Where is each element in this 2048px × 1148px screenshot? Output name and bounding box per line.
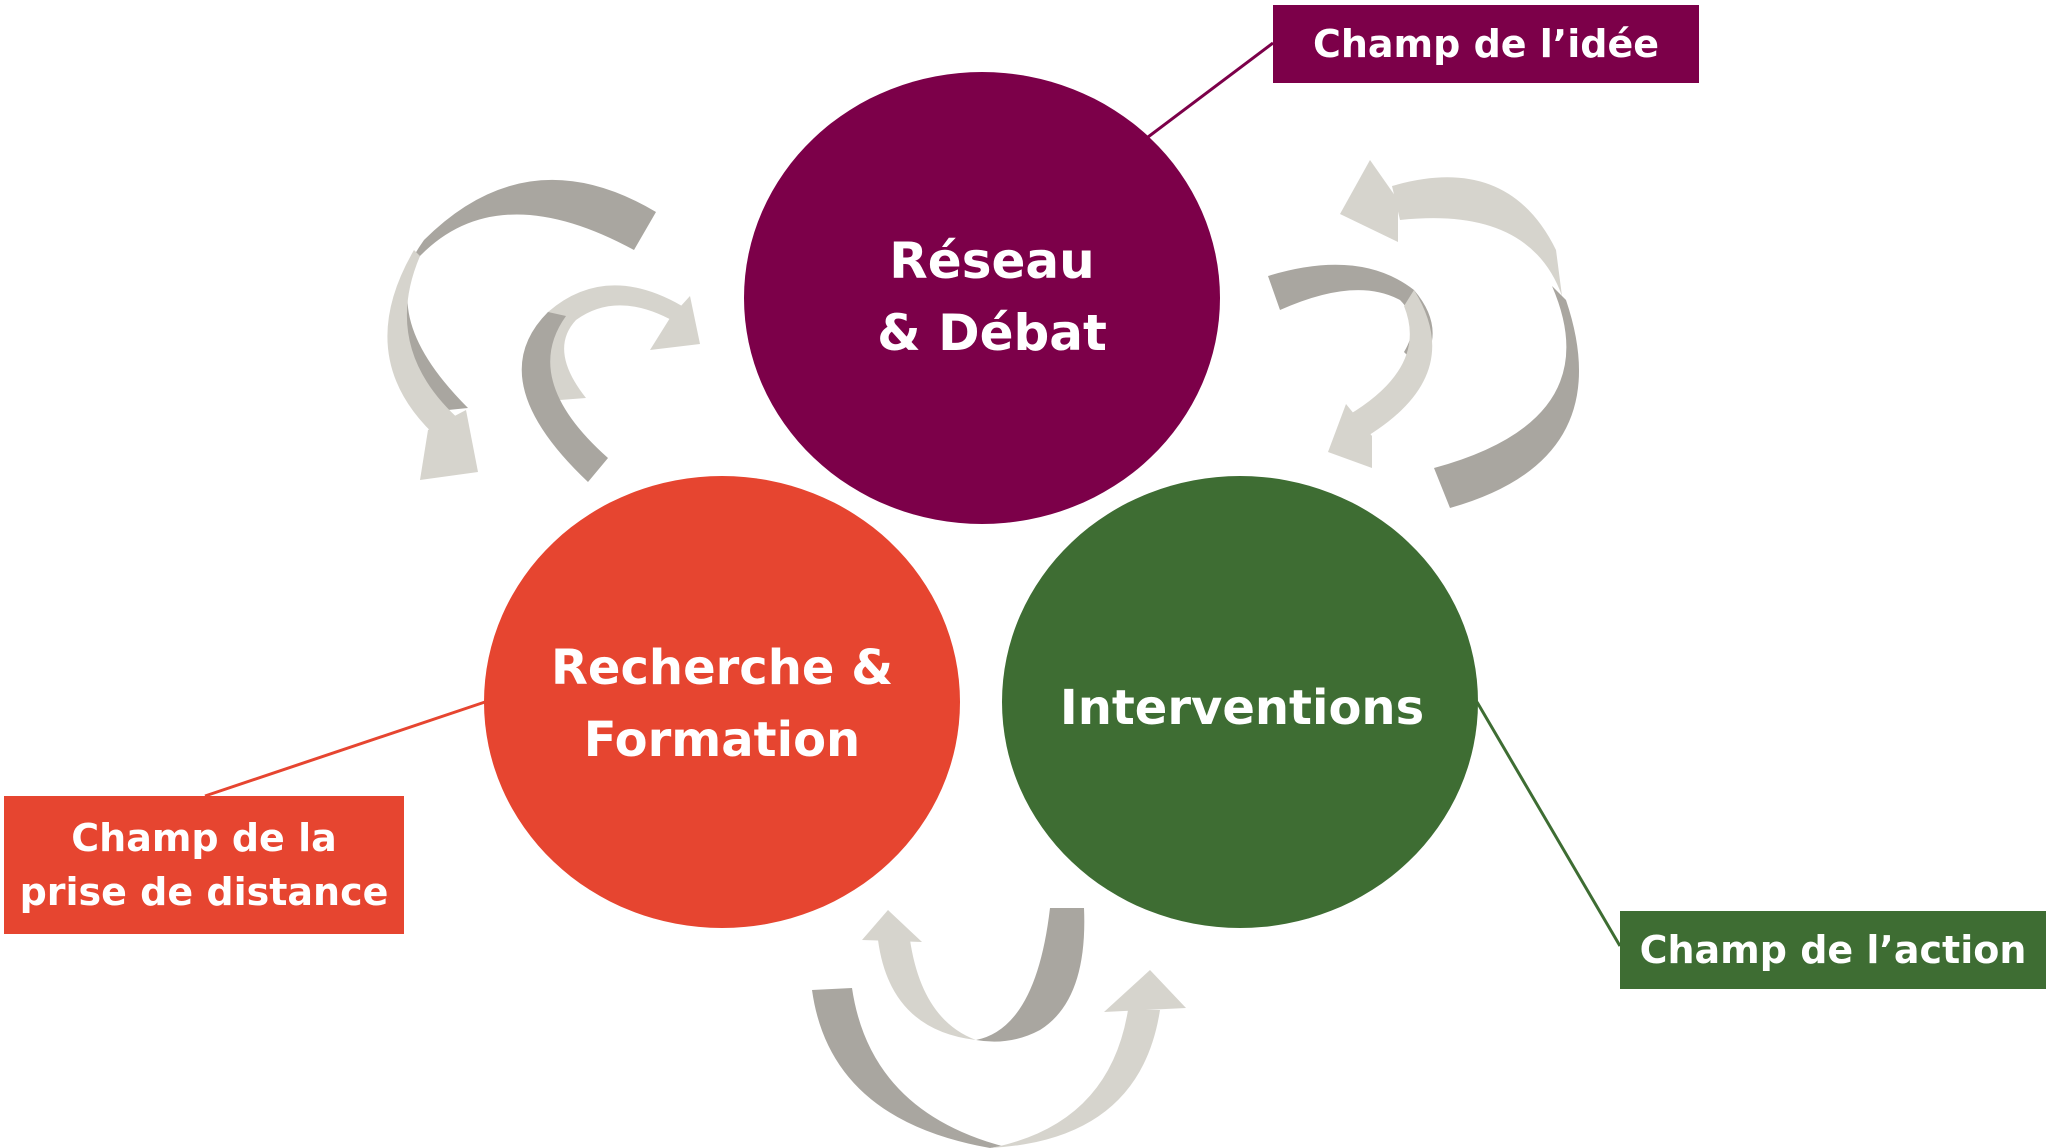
arrow-head	[650, 296, 700, 350]
arrow-bottom-inner	[862, 908, 1085, 1042]
reseau-line1: Réseau	[889, 232, 1094, 290]
interventions-line1: Interventions	[1060, 680, 1424, 736]
curved-arrow-icon	[1268, 264, 1433, 368]
curved-arrow-icon	[1392, 177, 1562, 296]
curved-arrow-icon	[397, 179, 656, 410]
label-champ-distance: Champ de la prise de distance	[4, 796, 404, 934]
curved-arrow-icon	[976, 908, 1085, 1042]
recherche-line2: Formation	[584, 712, 860, 768]
label-champ-action-text: Champ de l’action	[1639, 928, 2027, 972]
arrow-bottom-outer	[812, 970, 1186, 1148]
arrow-shaft-light	[878, 940, 976, 1040]
arrow-shaft-dark	[1434, 286, 1580, 508]
recherche-line1: Recherche &	[551, 640, 893, 696]
arrow-topleft-outer	[387, 179, 656, 480]
arrow-head	[1340, 160, 1398, 242]
label-champ-distance-line2: prise de distance	[19, 870, 389, 914]
connector-distance	[204, 700, 486, 798]
connector-idee	[1147, 41, 1274, 139]
connector-action	[1475, 701, 1622, 947]
circle-reseau	[744, 72, 1220, 524]
label-champ-distance-line1: Champ de la	[71, 816, 337, 860]
reseau-line2: & Débat	[877, 304, 1107, 362]
arrow-topleft-inner	[521, 285, 700, 482]
arrow-topright-outer	[1340, 160, 1580, 508]
arrow-shaft-dark	[521, 312, 608, 482]
arrow-topright-inner	[1268, 264, 1433, 468]
label-champ-action: Champ de l’action	[1620, 911, 2046, 989]
arrow-shaft-light	[990, 1010, 1160, 1148]
arrow-head	[862, 910, 922, 942]
arrow-head	[1104, 970, 1186, 1012]
label-champ-idee-text: Champ de l’idée	[1312, 22, 1660, 66]
label-champ-idee: Champ de l’idée	[1273, 5, 1699, 83]
curved-arrow-icon	[812, 988, 1002, 1148]
circle-interventions	[1002, 476, 1478, 928]
arrow-shaft-light	[387, 250, 462, 440]
circle-recherche	[484, 476, 960, 928]
arrow-head	[1328, 404, 1372, 468]
curved-arrow-icon	[536, 285, 682, 400]
